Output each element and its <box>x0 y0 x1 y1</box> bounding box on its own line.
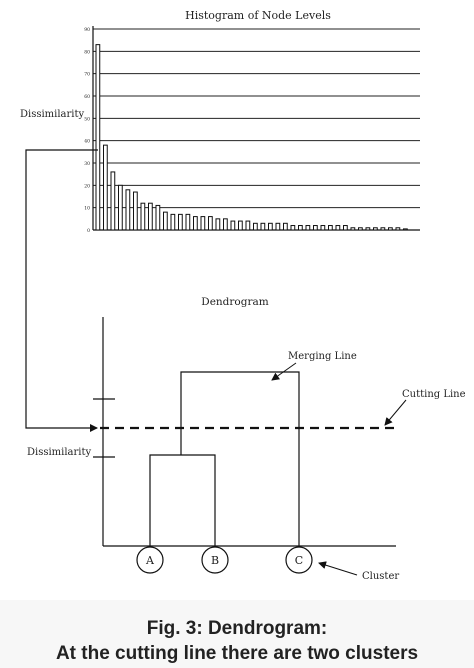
cluster-pointer <box>318 561 358 576</box>
dendrogram-title: Dendrogram <box>201 296 268 308</box>
histogram-bar <box>298 225 303 231</box>
histogram-bar <box>200 216 206 231</box>
histogram-bar <box>268 222 273 231</box>
cutting-line-pointer <box>384 399 407 426</box>
histogram-bar <box>283 222 288 231</box>
histogram-title: Histogram of Node Levels <box>185 9 331 22</box>
cluster-label: Cluster <box>362 571 399 582</box>
merge-abc-bracket <box>180 371 300 546</box>
histogram-bar <box>178 213 183 231</box>
histogram-bar <box>328 225 333 231</box>
histogram-bar <box>343 225 348 231</box>
histogram-bar <box>245 220 251 231</box>
histogram-bar <box>238 220 243 231</box>
histogram-bar <box>358 227 363 231</box>
histogram-bar <box>365 227 371 231</box>
histogram-tick-label: 40 <box>84 139 90 145</box>
leaf-node-b: B <box>201 546 229 574</box>
histogram-bar <box>380 227 386 231</box>
histogram-bar <box>373 227 378 231</box>
histogram-bar <box>118 184 123 231</box>
histogram-tick-label: 90 <box>84 27 90 33</box>
histogram-tick-label: 80 <box>84 49 90 55</box>
merging-line-pointer <box>271 362 297 381</box>
histogram-bar <box>320 225 326 231</box>
histogram-bar <box>155 204 161 231</box>
histogram-bar <box>403 228 408 231</box>
cut-level-connector-arrow <box>25 149 98 432</box>
histogram-bar <box>193 216 198 231</box>
histogram-bar <box>335 225 341 231</box>
merging-line-label: Merging Line <box>288 351 357 362</box>
histogram-tick-label: 20 <box>84 183 90 189</box>
histogram-bar <box>253 222 258 231</box>
histogram-tick-label: 10 <box>84 206 90 212</box>
dendrogram-y-label: Dissimilarity <box>27 447 92 458</box>
histogram-bars <box>95 44 408 231</box>
histogram-bar <box>395 227 401 231</box>
histogram-bar <box>350 227 356 231</box>
histogram-bar <box>388 227 393 231</box>
leaf-label: C <box>295 554 303 567</box>
histogram-bar <box>125 189 131 231</box>
dendrogram-figure: Histogram of Node Levels Dissimilarity 0… <box>20 9 466 582</box>
histogram-gridlines <box>93 28 420 209</box>
histogram-bar <box>313 225 318 231</box>
histogram-tick-label: 0 <box>87 228 90 234</box>
histogram-y-label: Dissimilarity <box>20 109 85 120</box>
histogram-bar <box>275 222 281 231</box>
histogram-bar <box>260 222 266 231</box>
leaf-label: A <box>145 554 155 567</box>
histogram-bar <box>208 216 213 231</box>
histogram-tick-label: 60 <box>84 94 90 100</box>
histogram-tick-label: 30 <box>84 161 90 167</box>
histogram-bar <box>133 191 138 231</box>
histogram-bar <box>290 225 296 231</box>
histogram-bar <box>148 202 153 231</box>
histogram-bar <box>140 202 146 231</box>
histogram-bar <box>103 144 108 231</box>
histogram-bar <box>95 44 101 231</box>
histogram-bar <box>223 218 228 231</box>
leaf-node-a: A <box>136 546 164 574</box>
figure-caption: Fig. 3: Dendrogram: At the cutting line … <box>0 600 474 668</box>
caption-line-2: At the cutting line there are two cluste… <box>55 643 419 664</box>
histogram-bar <box>170 213 176 231</box>
histogram-bar <box>163 211 168 231</box>
histogram-bar <box>230 220 236 231</box>
leaf-label: B <box>211 554 219 567</box>
leaf-node-c: C <box>285 546 313 574</box>
histogram-bar <box>305 225 311 231</box>
cutting-line-label: Cutting Line <box>402 389 466 400</box>
histogram-tick-label: 70 <box>84 72 90 78</box>
histogram-tick-label: 50 <box>84 116 90 122</box>
histogram-panel: Histogram of Node Levels Dissimilarity 0… <box>20 9 420 234</box>
histogram-tick-labels: 0 10 20 30 40 50 60 70 80 90 <box>84 27 90 234</box>
histogram-bar <box>110 171 116 231</box>
dendrogram-panel: Dendrogram Dissimilarity Merging Line Cu… <box>27 296 466 582</box>
merge-ab-bracket <box>149 454 216 546</box>
histogram-bar <box>215 218 221 231</box>
histogram-bar <box>185 213 191 231</box>
caption-line-1: Fig. 3: Dendrogram: <box>146 618 328 639</box>
